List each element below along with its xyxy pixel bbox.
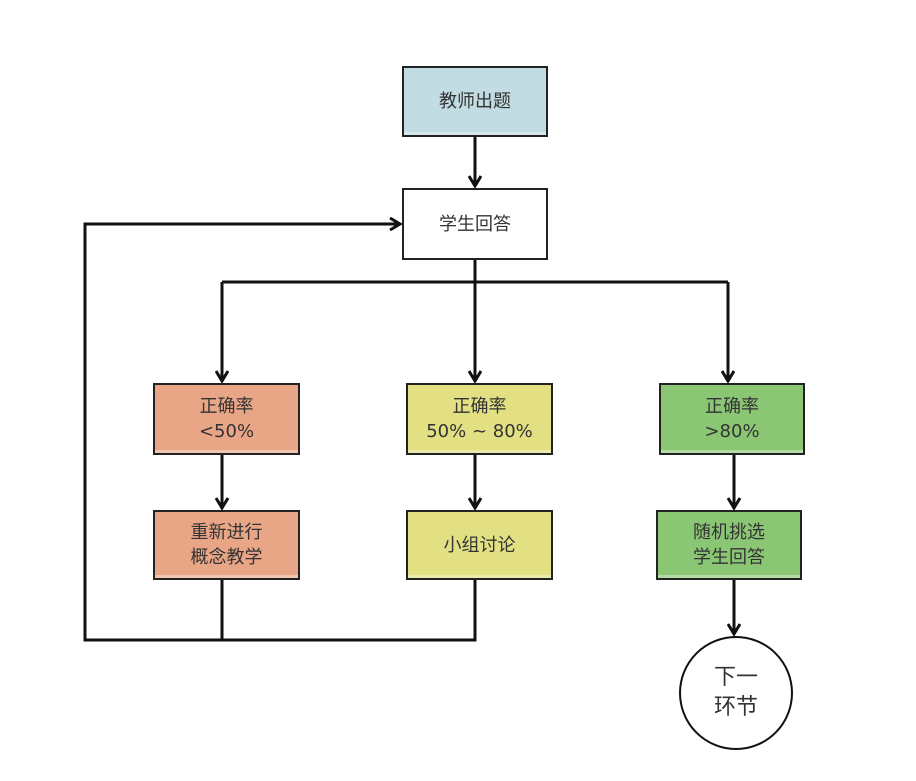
mid-rate-box[interactable]: 正确率 50% ~ 80% [406, 383, 553, 455]
reteach-label-2: 概念教学 [190, 547, 263, 568]
student-answer-label: 学生回答 [439, 213, 511, 235]
teacher-question-box[interactable]: 教师出题 [402, 66, 548, 137]
low-rate-label-1: 正确率 [199, 396, 254, 417]
next-stage-label-1: 下一 [713, 665, 758, 690]
low-rate-label-2: <50% [198, 421, 255, 442]
reteach-box[interactable]: 重新进行 概念教学 [153, 510, 300, 580]
group-discussion-label: 小组讨论 [443, 534, 516, 556]
group-return-line [222, 580, 477, 642]
loop-back-line [83, 224, 400, 642]
mid-rate-label-2: 50% ~ 80% [426, 421, 533, 442]
next-stage-label-2: 环节 [713, 695, 758, 720]
mid-rate-label-1: 正确率 [452, 396, 507, 417]
student-answer-box[interactable]: 学生回答 [402, 188, 548, 260]
reteach-label-1: 重新进行 [190, 522, 263, 543]
next-stage-circle[interactable]: 下一 环节 [679, 636, 793, 750]
random-pick-label-2: 学生回答 [693, 547, 765, 568]
low-rate-box[interactable]: 正确率 <50% [153, 383, 300, 455]
group-discussion-box[interactable]: 小组讨论 [406, 510, 553, 580]
high-rate-label-1: 正确率 [705, 396, 759, 417]
teacher-question-label: 教师出题 [439, 91, 511, 112]
random-pick-box[interactable]: 随机挑选 学生回答 [656, 510, 802, 580]
random-pick-label-1: 随机挑选 [693, 522, 765, 543]
high-rate-box[interactable]: 正确率 >80% [659, 383, 805, 455]
high-rate-label-2: >80% [704, 421, 760, 442]
